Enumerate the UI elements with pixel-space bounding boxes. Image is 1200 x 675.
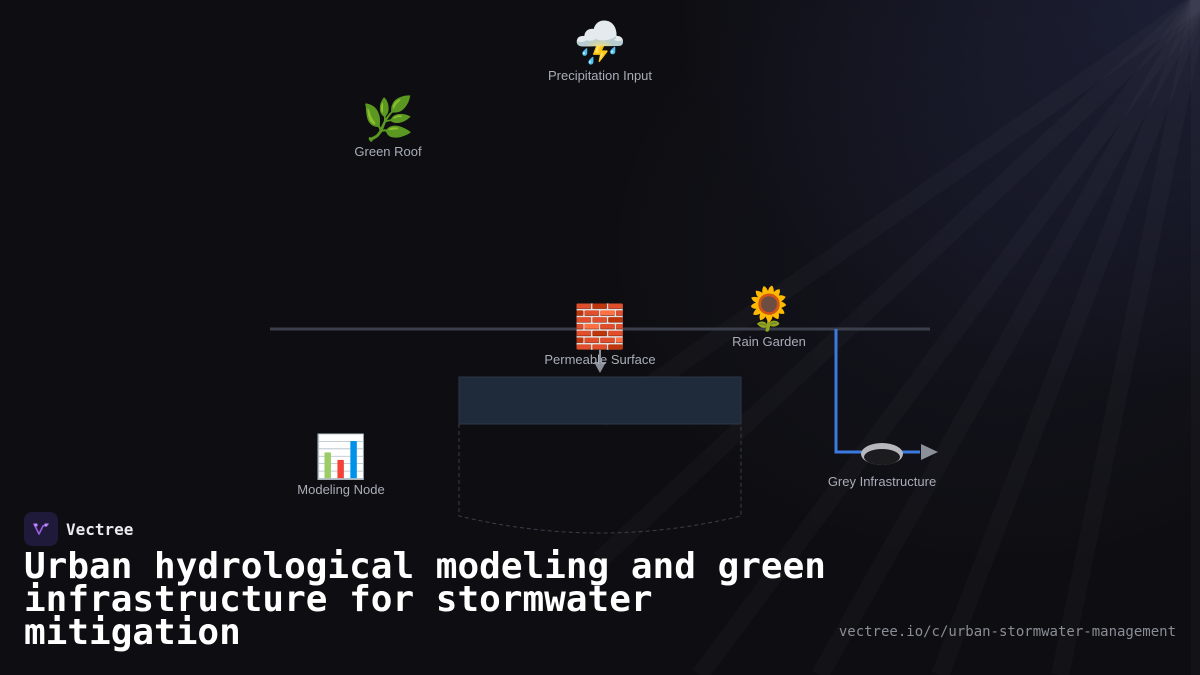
- brand[interactable]: Vectree: [24, 512, 133, 546]
- brick-icon: 🧱: [573, 303, 627, 350]
- node-label: Rain Garden: [732, 334, 806, 349]
- node-label: Green Roof: [354, 144, 422, 159]
- node-permeable-surface: 🧱 Permeable Surface: [544, 303, 656, 368]
- node-label: Permeable Surface: [544, 352, 656, 367]
- node-rain-garden: 🌻 Rain Garden: [732, 285, 806, 350]
- node-label: Modeling Node: [297, 482, 385, 497]
- drain-pipe-icon: [861, 443, 903, 465]
- node-label: Grey Infrastructure: [827, 474, 937, 489]
- overflow-arrowhead: [921, 444, 938, 460]
- overflow-pipe: [834, 329, 920, 454]
- herb-leaf-icon: 🌿: [361, 95, 415, 142]
- node-grey-infrastructure: Grey Infrastructure: [828, 472, 936, 489]
- sunflower-icon: 🌻: [742, 285, 796, 332]
- page-title: Urban hydrological modeling and green in…: [24, 546, 826, 653]
- node-label: Precipitation Input: [547, 68, 653, 83]
- storage-tank: [458, 376, 742, 425]
- infiltration-arrowhead: [594, 362, 606, 373]
- node-modeling: 📊 Modeling Node: [297, 433, 385, 498]
- node-green-roof: 🌿 Green Roof: [354, 95, 422, 160]
- brand-name: Vectree: [66, 519, 134, 539]
- soil-layer-outline: [458, 424, 742, 534]
- node-precipitation-input: ⛈️ Precipitation Input: [547, 19, 653, 84]
- page-url[interactable]: vectree.io/c/urban-stormwater-management: [838, 624, 1176, 640]
- bar-chart-icon: 📊: [314, 433, 368, 480]
- vectree-logo-icon: [24, 512, 58, 546]
- thunder-cloud-rain-icon: ⛈️: [573, 19, 627, 66]
